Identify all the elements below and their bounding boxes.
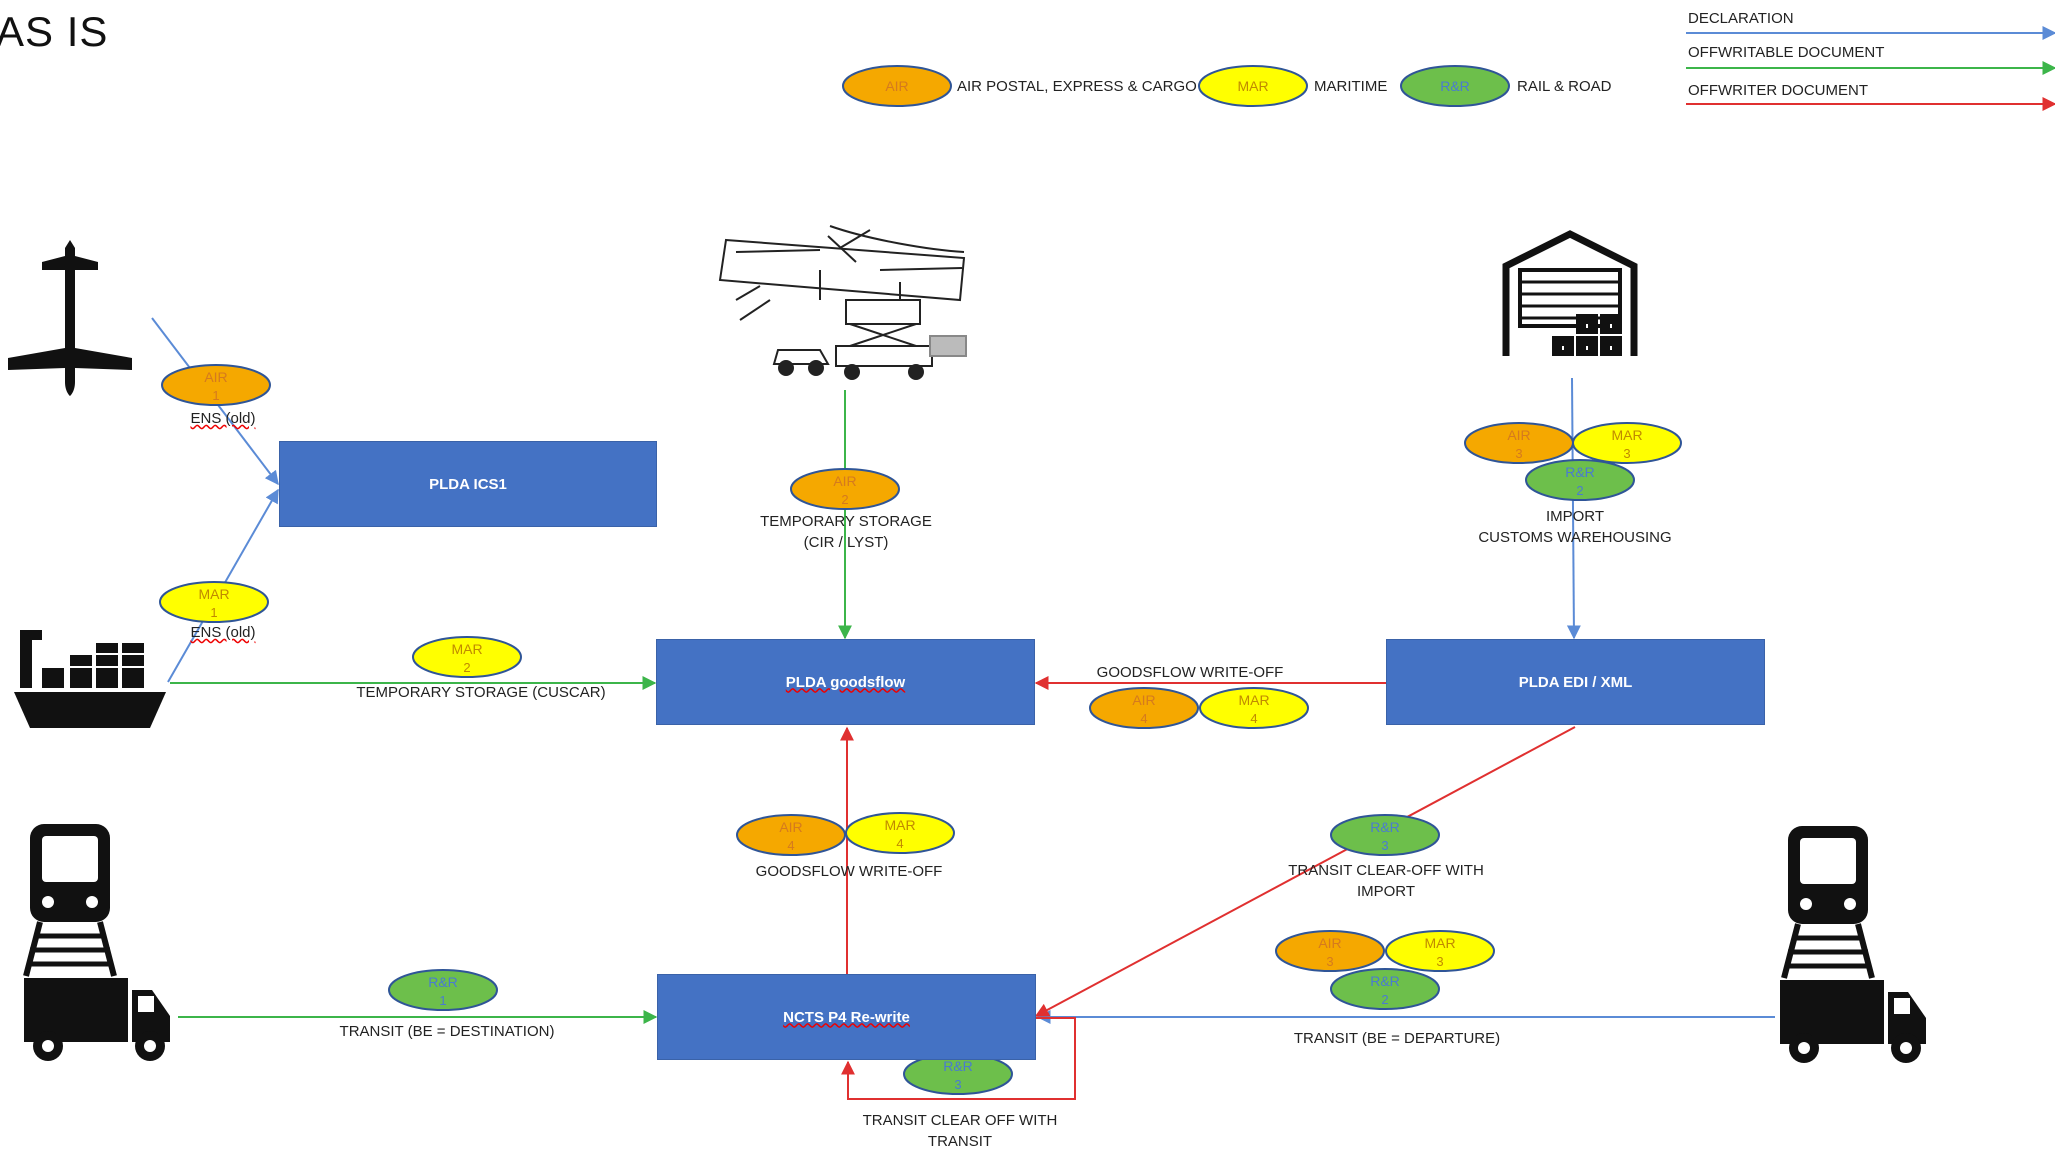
badge-code-text: AIR xyxy=(1132,692,1155,708)
warehouse-icon xyxy=(1502,230,1638,356)
badge-code-text: MAR xyxy=(451,641,482,657)
cargo-ship-icon xyxy=(14,630,166,728)
plda-goodsflow-box: PLDA goodsflow xyxy=(656,639,1035,725)
legend-rr-badge: R&R xyxy=(1400,65,1510,107)
badge-mar2-badge: MAR 2 xyxy=(412,636,522,678)
truck-icon xyxy=(1780,980,1926,1063)
badge-mar4_mid-badge: MAR 4 xyxy=(845,812,955,854)
ncts-p4-box: NCTS P4 Re-write xyxy=(657,974,1036,1060)
goodsflow-writeoff-top-label: GOODSFLOW WRITE-OFF xyxy=(1096,664,1284,681)
badge-code-text: R&R xyxy=(1440,78,1470,94)
connector-edi-ncts xyxy=(1034,726,1576,1017)
badge-number-text: 2 xyxy=(1576,483,1583,498)
badge-air4_mid-badge: AIR 4 xyxy=(736,814,846,856)
badge-number-text: 3 xyxy=(954,1077,961,1092)
airport-loading-icon xyxy=(718,225,967,380)
badge-code-text: R&R xyxy=(428,974,458,990)
badge-air3_dep-badge: AIR 3 xyxy=(1275,930,1385,972)
badge-code-text: MAR xyxy=(1611,427,1642,443)
connector-warehouse-edi xyxy=(1566,377,1581,640)
ens-air-label: ENS (old) xyxy=(190,410,256,427)
badge-code-text: AIR xyxy=(1318,935,1341,951)
legend-declaration-label: DECLARATION xyxy=(1688,10,1794,27)
badge-air1-badge: AIR 1 xyxy=(161,364,271,406)
legend-offwritable-label: OFFWRITABLE DOCUMENT xyxy=(1688,44,1885,61)
legend-mar-badge: MAR xyxy=(1198,65,1308,107)
badge-code-text: R&R xyxy=(943,1058,973,1074)
badge-air2-badge: AIR 2 xyxy=(790,468,900,510)
badge-rr2_dep-badge: R&R 2 xyxy=(1330,968,1440,1010)
badge-code-text: AIR xyxy=(204,369,227,385)
badge-rr3_ncts-badge: R&R 3 xyxy=(903,1053,1013,1095)
badge-number-text: 4 xyxy=(787,838,794,853)
badge-number-text: 2 xyxy=(1381,992,1388,1007)
badge-number-text: 3 xyxy=(1623,446,1630,461)
legend-offwriter-label: OFFWRITER DOCUMENT xyxy=(1688,82,1868,99)
badge-code-text: R&R xyxy=(1370,819,1400,835)
ncts-p4-label: NCTS P4 Re-write xyxy=(783,1008,910,1026)
transit-destination-label: TRANSIT (BE = DESTINATION) xyxy=(339,1023,555,1040)
plda-ics1-label: PLDA ICS1 xyxy=(429,475,507,493)
goodsflow-writeoff-mid-label: GOODSFLOW WRITE-OFF xyxy=(755,863,943,880)
badge-code-text: AIR xyxy=(1507,427,1530,443)
plda-edi-box: PLDA EDI / XML xyxy=(1386,639,1765,725)
badge-number-text: 3 xyxy=(1436,954,1443,969)
badge-air4_edi-badge: AIR 4 xyxy=(1089,687,1199,729)
badge-code-text: R&R xyxy=(1370,973,1400,989)
badge-code-text: AIR xyxy=(833,473,856,489)
badge-air3_wh-badge: AIR 3 xyxy=(1464,422,1574,464)
badge-code-text: MAR xyxy=(1237,78,1268,94)
legend-air-badge: AIR xyxy=(842,65,952,107)
badge-number-text: 1 xyxy=(210,605,217,620)
badge-number-text: 3 xyxy=(1515,446,1522,461)
badge-number-text: 1 xyxy=(212,388,219,403)
badge-rr2_wh-badge: R&R 2 xyxy=(1525,459,1635,501)
badge-mar3_wh-badge: MAR 3 xyxy=(1572,422,1682,464)
badge-number-text: 3 xyxy=(1381,838,1388,853)
train-icon xyxy=(23,824,117,977)
badge-mar3_dep-badge: MAR 3 xyxy=(1385,930,1495,972)
badge-code-text: MAR xyxy=(1238,692,1269,708)
plda-edi-label: PLDA EDI / XML xyxy=(1518,673,1633,691)
badge-code-text: R&R xyxy=(1565,464,1595,480)
connector-ncts-loop xyxy=(841,1017,1076,1100)
badge-code-text: MAR xyxy=(884,817,915,833)
train-icon xyxy=(1781,826,1875,979)
badge-number-text: 2 xyxy=(463,660,470,675)
truck-icon xyxy=(24,978,170,1061)
badge-code-text: AIR xyxy=(885,78,908,94)
airplane-icon xyxy=(8,240,132,396)
diagram-title: AS IS xyxy=(0,8,109,55)
badge-code-text: MAR xyxy=(198,586,229,602)
plda-ics1-box: PLDA ICS1 xyxy=(279,441,657,527)
badge-mar4_edi-badge: MAR 4 xyxy=(1199,687,1309,729)
badge-code-text: MAR xyxy=(1424,935,1455,951)
badge-mar1-badge: MAR 1 xyxy=(159,581,269,623)
badge-number-text: 2 xyxy=(841,492,848,507)
temp-storage-air-label: TEMPORARY STORAGE(CIR / LYST) xyxy=(760,513,932,551)
legend-mar-label: MARITIME xyxy=(1314,78,1388,95)
badge-code-text: AIR xyxy=(779,819,802,835)
badge-number-text: 3 xyxy=(1326,954,1333,969)
badge-number-text: 4 xyxy=(896,836,903,851)
legend-air-label: AIR POSTAL, EXPRESS & CARGO xyxy=(957,78,1197,95)
badge-rr3_edi-badge: R&R 3 xyxy=(1330,814,1440,856)
badge-number-text: 1 xyxy=(439,993,446,1008)
badge-number-text: 4 xyxy=(1140,711,1147,726)
badge-number-text: 4 xyxy=(1250,711,1257,726)
plda-goodsflow-label: PLDA goodsflow xyxy=(785,673,906,691)
ens-mar-label: ENS (old) xyxy=(190,624,256,641)
transit-departure-label: TRANSIT (BE = DEPARTURE) xyxy=(1293,1030,1501,1047)
badge-rr1_dest-badge: R&R 1 xyxy=(388,969,498,1011)
legend-rr-label: RAIL & ROAD xyxy=(1517,78,1612,95)
temp-storage-mar-label: TEMPORARY STORAGE (CUSCAR) xyxy=(356,684,606,701)
